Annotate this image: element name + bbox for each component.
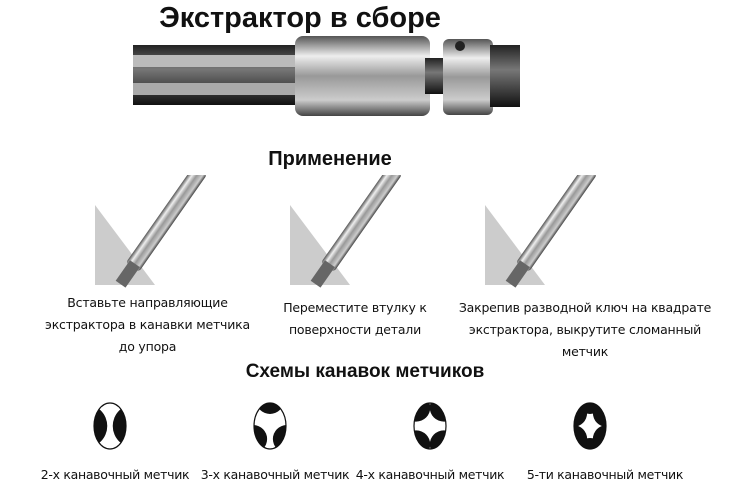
flute-groove: [256, 403, 284, 414]
step-3-line: Закрепив разводной ключ на квадрате: [458, 300, 712, 315]
step-3-illustration: [485, 175, 596, 288]
step-3-line: экстрактора, выкрутите сломанный: [468, 322, 702, 337]
step-1-line: до упора: [118, 339, 177, 354]
schemes-heading: Схемы канавок метчиков: [245, 361, 485, 382]
page-title: Экстрактор в сборе: [159, 2, 441, 34]
step-3-text: Закрепив разводной ключ на квадрате экст…: [450, 297, 720, 363]
step-2-illustration: [290, 175, 401, 288]
flute-cross-section-2: [93, 402, 127, 450]
flute-cross-section-3: [253, 402, 287, 450]
application-heading: Применение: [268, 148, 392, 170]
flute-label: 3-х канавочный метчик: [200, 467, 350, 482]
step-3-line: метчик: [561, 344, 609, 359]
flute-cross-section-4: [413, 402, 447, 450]
step-1-illustration: [95, 175, 206, 288]
flute-label: 4-х канавочный метчик: [355, 467, 505, 482]
flute-label: 2-х канавочный метчик: [40, 467, 190, 482]
step-1-text: Вставьте направляющие экстрактора в кана…: [35, 292, 260, 358]
step-2-line: поверхности детали: [288, 322, 422, 337]
flute-cross-section-6: [573, 402, 607, 450]
step-2-line: Переместите втулку к: [283, 300, 427, 315]
flute-label: 5-ти канавочный метчик: [526, 467, 684, 482]
step-1-line: Вставьте направляющие: [67, 295, 228, 310]
step-1-line: экстрактора в канавки метчика: [45, 317, 250, 332]
extractor-assembly-image: [133, 36, 520, 116]
step-2-text: Переместите втулку к поверхности детали: [260, 297, 450, 341]
